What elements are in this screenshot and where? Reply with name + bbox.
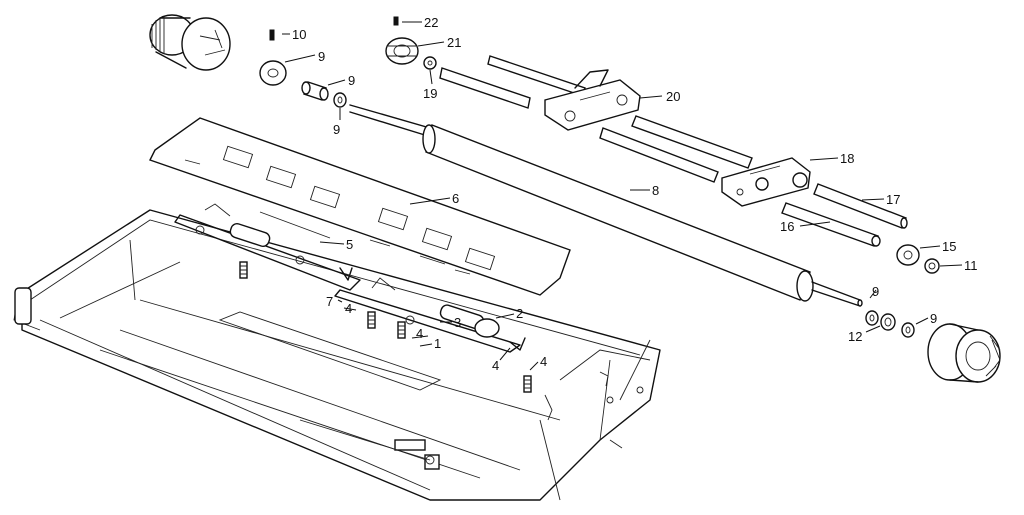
base-frame [13,209,661,501]
bracket-20 [544,69,641,131]
callout-10: 12 [848,329,862,344]
callout-17: 16 [780,219,794,234]
callout-4-mid: 4 [416,326,423,341]
bushing-10 [880,313,896,331]
springs [239,261,532,393]
callout-16: 15 [942,239,956,254]
callout-13: 9 [318,49,325,64]
feed-mechanism [174,203,526,353]
callout-4-right: 4 [540,354,547,369]
bushings-15 [423,56,940,274]
callout-3: 3 [454,315,461,330]
callout-9-right-top: 9 [872,284,879,299]
callouts: 10 9 9 9 22 21 19 20 18 8 17 16 15 11 6 … [282,15,978,373]
callout-5: 4 [492,358,499,373]
callout-4-left: 4 [345,301,352,316]
callout-1: 1 [434,336,441,351]
callout-21: 21 [447,35,461,50]
gear-13 [259,29,287,86]
callout-6: 7 [326,294,333,309]
callout-8: 6 [452,191,459,206]
callout-2: 2 [516,306,523,321]
callout-22: 22 [424,15,438,30]
platen-roller [349,104,863,307]
washers-9 [333,92,915,338]
gear-16 [896,244,920,266]
callout-7: 5 [346,237,353,252]
callout-14: 10 [292,27,306,42]
callout-9: 9 [333,122,340,137]
gear-21 [385,16,419,65]
shafts [439,55,908,247]
callout-15-top: 19 [423,86,437,101]
callout-20: 20 [666,89,680,104]
callout-9-right: 9 [930,311,937,326]
bracket-19 [721,157,811,207]
left-knob [149,14,231,71]
callout-15-right: 11 [964,258,978,273]
callout-12: 9 [348,73,355,88]
bushing-12 [301,81,329,101]
right-knob [927,323,1001,383]
callout-18: 17 [886,192,900,207]
shield-plate [149,117,571,296]
callout-11: 8 [652,183,659,198]
callout-19: 18 [840,151,854,166]
